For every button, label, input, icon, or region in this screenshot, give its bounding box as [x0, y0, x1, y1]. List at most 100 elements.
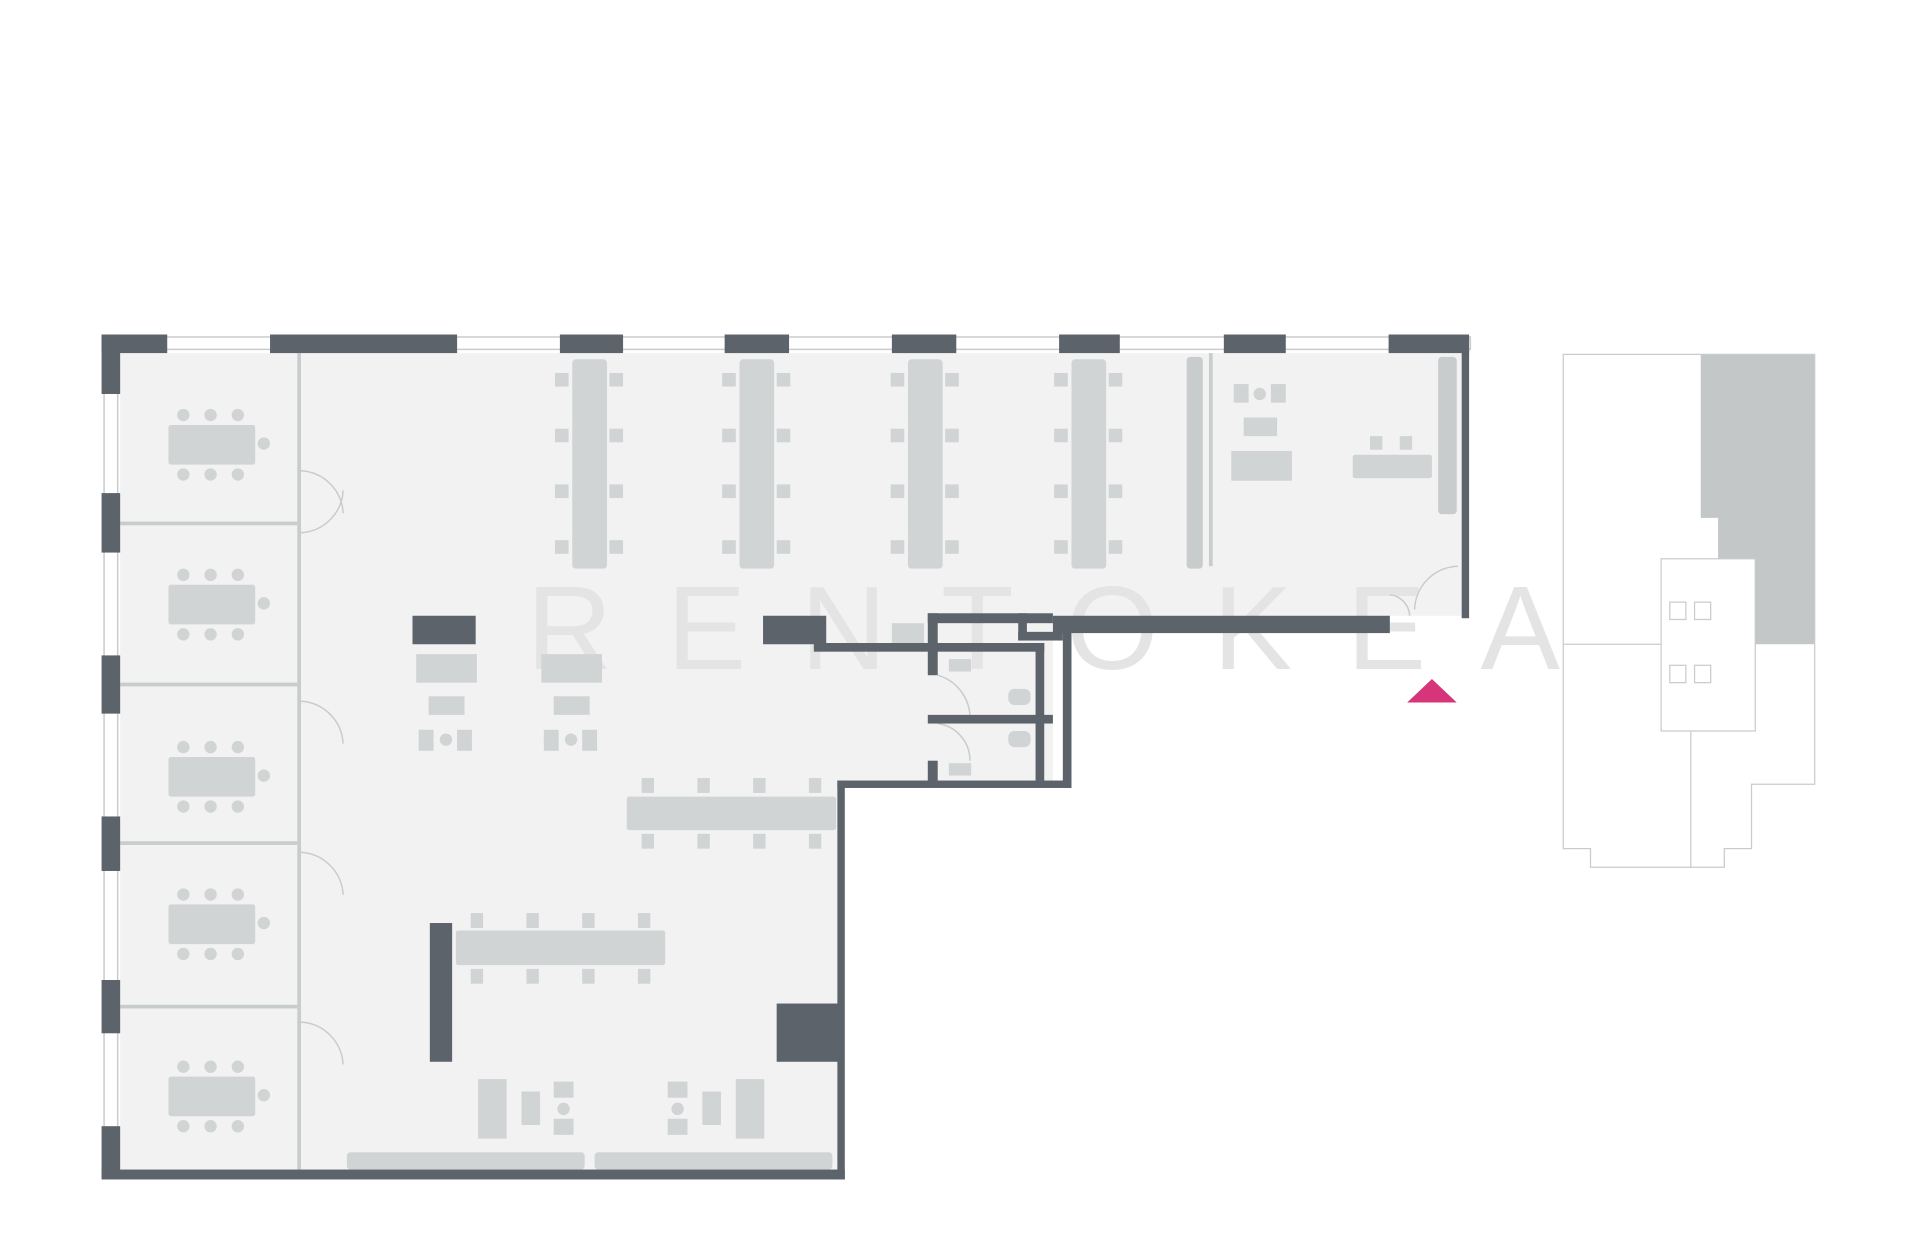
chair [776, 540, 791, 554]
chair [204, 628, 217, 641]
wall-pier [101, 493, 121, 553]
chair [890, 484, 905, 499]
armchair [1233, 384, 1249, 403]
door-swing [937, 674, 971, 715]
chair [177, 947, 190, 961]
armchair [543, 729, 559, 751]
entrance-marker-icon [1407, 678, 1457, 703]
chair [231, 468, 245, 481]
wc-wall [927, 613, 1053, 624]
chair [204, 947, 217, 961]
partition-room [120, 521, 298, 526]
wall-pier [101, 655, 121, 714]
key-plan [1562, 353, 1816, 868]
chair [1370, 436, 1383, 450]
chair [204, 800, 217, 813]
wc-wall [1018, 631, 1063, 641]
chair [776, 372, 791, 387]
wall-pier [270, 334, 458, 354]
counter [594, 1152, 833, 1170]
chair [231, 800, 245, 813]
storage-panel [1186, 356, 1203, 569]
key-plan-elevator [1693, 664, 1712, 684]
wall-pier [724, 334, 790, 354]
door-swing [300, 470, 344, 514]
meeting-table [168, 756, 256, 797]
chair [945, 428, 959, 443]
chair [637, 913, 651, 928]
meeting-table [168, 1076, 256, 1117]
chair [177, 628, 190, 641]
chair [526, 968, 539, 984]
chair [177, 740, 190, 754]
furniture [168, 359, 1432, 1170]
wall-pier [559, 334, 624, 354]
door-swing [1389, 593, 1411, 616]
chair [1108, 428, 1123, 443]
storage-panel [1438, 356, 1457, 515]
desk-row [907, 359, 943, 569]
partition-meeting-rooms [297, 353, 302, 1170]
coffee-table [1243, 417, 1278, 437]
wall-pier [101, 1126, 121, 1177]
chair [1054, 540, 1068, 554]
meeting-table [168, 584, 256, 625]
chair [1108, 540, 1123, 554]
chair [257, 769, 271, 782]
wall-right-upper [1461, 350, 1470, 619]
door-swing [1413, 565, 1458, 610]
chair [177, 1060, 190, 1073]
conference-table [455, 930, 666, 966]
chair [204, 888, 217, 901]
chair [231, 947, 245, 961]
sofa [735, 1079, 765, 1139]
wc-wall [1035, 643, 1045, 781]
chair [753, 778, 766, 793]
chair [722, 540, 736, 554]
chair [204, 468, 217, 481]
chair [808, 833, 822, 849]
chair [1054, 484, 1068, 499]
door-swing [937, 722, 971, 761]
armchair [457, 729, 472, 751]
chair [776, 428, 791, 443]
chair [609, 540, 624, 554]
desk-row [572, 359, 607, 569]
chair [641, 833, 655, 849]
partitions [120, 353, 1457, 1170]
chair [722, 484, 736, 499]
chair [177, 408, 190, 422]
floor-area [120, 353, 1462, 1170]
chair [177, 568, 190, 582]
door-swing [300, 700, 344, 744]
chair [257, 597, 271, 610]
chair [204, 1060, 217, 1073]
chair [257, 437, 271, 450]
chair [609, 372, 624, 387]
armchair [1270, 384, 1286, 403]
chair [231, 1060, 245, 1073]
sink [948, 659, 972, 672]
chair [808, 778, 822, 793]
side-table [671, 1102, 684, 1116]
window-strip-left [103, 352, 119, 1172]
armchair [418, 729, 434, 751]
wall-core-right [1062, 619, 1072, 788]
door-swing [300, 851, 344, 895]
wc-wall [927, 714, 1053, 724]
chair [1399, 436, 1413, 450]
chair [177, 888, 190, 901]
chair [554, 484, 569, 499]
chair [776, 484, 791, 499]
sink [891, 623, 925, 644]
chair [945, 484, 959, 499]
key-plan-elevator [1669, 601, 1687, 621]
chair [753, 833, 766, 849]
chair [177, 800, 190, 813]
side-table [1253, 387, 1266, 401]
office-desk [1352, 454, 1432, 479]
key-plan-outline [1562, 353, 1816, 868]
sofa [1231, 450, 1292, 481]
wc-wall [927, 760, 938, 786]
